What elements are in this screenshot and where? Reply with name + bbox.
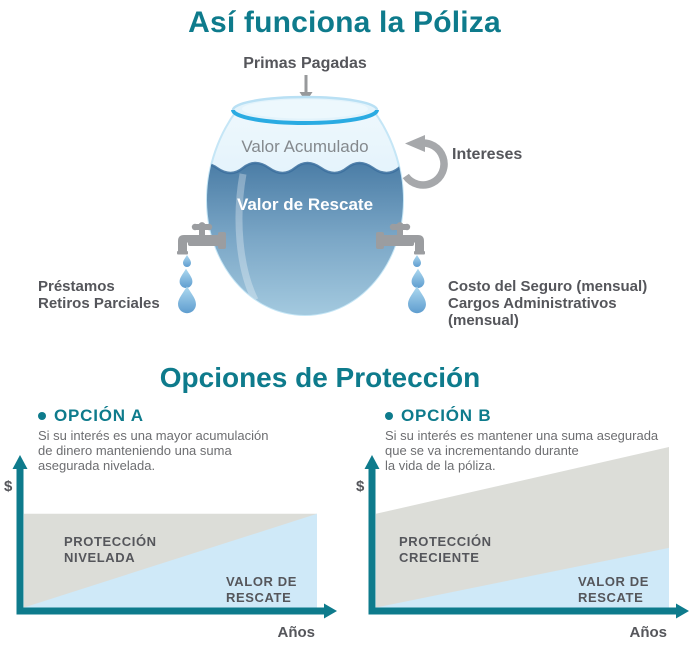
bowl-rim-inner bbox=[242, 99, 368, 119]
axes-icon bbox=[12, 455, 337, 619]
option-a-header: OPCIÓN A bbox=[38, 406, 144, 426]
bullet-icon bbox=[385, 412, 393, 420]
option-a-description: Si su interés es una mayor acumulación d… bbox=[38, 428, 269, 474]
chart-b-svg bbox=[364, 447, 689, 619]
chart-areas bbox=[24, 513, 317, 608]
chart-b-x-label: Años bbox=[629, 624, 668, 641]
chart-a-surrender-label: VALOR DE RESCATE bbox=[226, 574, 298, 605]
bowl-rim-band bbox=[231, 109, 379, 125]
option-b-header: OPCIÓN B bbox=[385, 406, 491, 426]
chart-a-y-label: $ bbox=[4, 478, 13, 495]
droplets-right-icon bbox=[408, 255, 426, 314]
chart-b-y-label: $ bbox=[356, 478, 365, 495]
chart-option-a: $ PROTECCIÓN NIVELADA VALOR DE RESCATE A… bbox=[0, 450, 345, 649]
faucet-right-icon bbox=[376, 222, 425, 255]
section-title-protection: Opciones de Protección bbox=[159, 362, 481, 393]
bowl-upper-label: Valor Acumulado bbox=[241, 137, 369, 156]
interest-cycle-icon bbox=[402, 135, 448, 189]
chart-a-protection-label: PROTECCIÓN NIVELADA bbox=[64, 534, 157, 565]
right-outflow-label: Costo del Seguro (mensual) Cargos Admini… bbox=[448, 278, 648, 329]
chart-option-b: $ PROTECCIÓN CRECIENTE VALOR DE RESCATE … bbox=[352, 447, 689, 649]
water-highlight bbox=[235, 173, 259, 302]
faucet-left-icon bbox=[177, 222, 226, 255]
chart-b-surrender-label: VALOR DE RESCATE bbox=[578, 574, 650, 605]
bowl-water bbox=[207, 163, 403, 315]
chart-b-protection-label: PROTECCIÓN CRECIENTE bbox=[399, 534, 492, 565]
option-b-label: OPCIÓN B bbox=[401, 406, 492, 425]
inflow-label: Primas Pagadas bbox=[243, 55, 367, 72]
axes-icon bbox=[364, 455, 689, 619]
chart-a-svg bbox=[12, 455, 337, 619]
option-b-description: Si su interés es mantener una suma asegu… bbox=[385, 428, 659, 474]
option-a-label: OPCIÓN A bbox=[54, 406, 144, 425]
chart-a-x-label: Años bbox=[277, 624, 316, 641]
droplets-left-icon bbox=[178, 255, 196, 314]
bowl-water-label: Valor de Rescate bbox=[236, 195, 374, 214]
bullet-icon bbox=[38, 412, 46, 420]
chart-areas bbox=[376, 447, 669, 608]
left-outflow-label: Préstamos Retiros Parciales bbox=[38, 278, 160, 312]
page-title: Así funciona la Póliza bbox=[188, 6, 501, 39]
policy-bowl-icon bbox=[205, 95, 405, 317]
interest-label: Intereses bbox=[452, 146, 523, 163]
water-wave-crest bbox=[207, 161, 403, 175]
area-valor de-rescate bbox=[24, 513, 317, 608]
